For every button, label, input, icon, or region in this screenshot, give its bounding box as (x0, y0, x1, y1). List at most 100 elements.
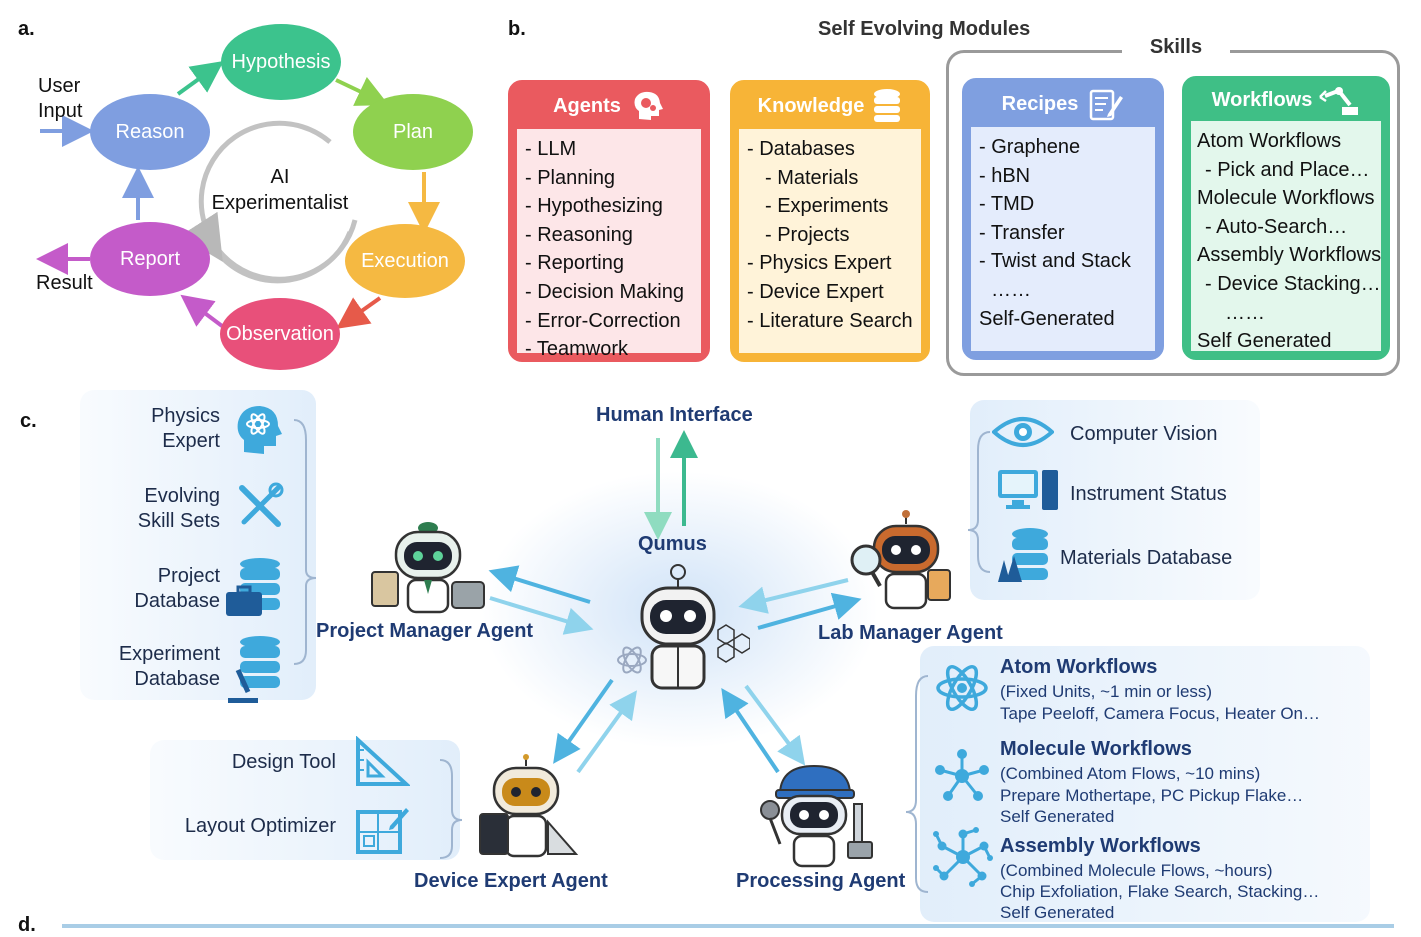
panel-b-letter: b. (508, 18, 526, 40)
recipes-card-body: - Graphene - hBN - TMD - Transfer - Twis… (971, 127, 1155, 351)
triangle-ruler-icon (356, 736, 410, 786)
knowledge-card-body: - Databases - Materials - Experiments - … (739, 129, 921, 353)
recipes-item: - TMD (979, 193, 1035, 216)
knowledge-item: - Device Expert (747, 280, 884, 303)
pm-tool-label: Database (134, 668, 220, 690)
skills-label: Skills (1122, 36, 1230, 62)
workflows-item: - Auto-Search… (1205, 215, 1348, 238)
pm-tool-label: Expert (162, 430, 220, 452)
node-report: Report (90, 222, 210, 296)
recipes-item: - hBN (979, 164, 1031, 187)
node-reason: Reason (90, 94, 210, 170)
head-gears-icon (634, 91, 663, 120)
agents-item: - Decision Making (525, 280, 684, 303)
recipes-item: - Twist and Stack (979, 250, 1131, 273)
device-tool-design-tool: Design Tool (231, 751, 336, 773)
tools-icon (239, 482, 284, 527)
cycle-center-label: AI Experimentalist (200, 164, 360, 216)
agents-item: - Hypothesizing (525, 195, 663, 218)
user-input-line-2: Input (38, 100, 83, 122)
knowledge-item: - Experiments (765, 195, 889, 218)
knowledge-card-title: Knowledge (757, 94, 865, 117)
knowledge-item: - Projects (765, 223, 850, 246)
agents-item: - Reasoning (525, 223, 633, 246)
pm-tool-label: Database (134, 590, 220, 612)
workflow-atom-title: Atom Workflows (1000, 656, 1158, 678)
lab-manager-robot-icon (850, 510, 951, 610)
database-crystal-icon (998, 528, 1048, 582)
modules-title: Self Evolving Modules (818, 18, 1031, 40)
lab-tool-computer-vision: Computer Vision (1070, 423, 1218, 445)
cycle-arrows (36, 60, 440, 329)
pm-tool-evolving-skills: Evolving Skill Sets (96, 484, 220, 534)
agents-item: - Reporting (525, 252, 624, 275)
workflow-assembly-line: (Combined Molecule Flows, ~hours) (1000, 861, 1273, 880)
knowledge-card: Knowledge - Databases - Materials - Expe… (730, 80, 930, 362)
workflows-card-title: Workflows (1211, 88, 1313, 111)
lab-manager-agent-label: Lab Manager Agent (818, 622, 1003, 644)
pm-tool-label: Project (157, 565, 220, 587)
recipes-item: …… (991, 278, 1031, 301)
node-execution: Execution (345, 224, 465, 298)
center-line-1: AI (270, 166, 290, 188)
workflow-molecule-line: Self Generated (1000, 807, 1115, 826)
database-briefcase-icon (226, 558, 280, 616)
computer-icon (998, 470, 1058, 510)
pm-tool-project-database: Project Database (96, 564, 220, 614)
knowledge-item: - Literature Search (747, 309, 913, 332)
robot-arm-icon (1319, 87, 1359, 115)
agents-card-title: Agents (553, 94, 621, 117)
workflow-molecule-title: Molecule Workflows (1000, 738, 1192, 760)
result-label: Result (36, 272, 93, 294)
agents-item: - LLM (525, 138, 577, 160)
workflows-item: Assembly Workflows (1197, 244, 1382, 267)
processing-robot-icon (760, 764, 873, 868)
pm-tool-label: Experiment (118, 643, 220, 665)
device-expert-agent-label: Device Expert Agent (414, 870, 608, 892)
molecule-icon (935, 749, 989, 801)
processing-agent-label: Processing Agent (736, 870, 906, 892)
workflows-item: Atom Workflows (1197, 130, 1342, 152)
workflows-item: …… (1225, 301, 1265, 324)
database-microscope-icon (228, 636, 280, 703)
project-manager-robot-icon (371, 522, 485, 614)
database-icon (874, 89, 901, 122)
workflow-atom-line: Tape Peeloff, Camera Focus, Heater On… (1000, 704, 1321, 723)
brain-atom-icon (237, 406, 282, 454)
workflows-card: Workflows Atom Workflows - Pick and Plac… (1182, 76, 1390, 360)
workflows-card-header: Workflows (1185, 79, 1387, 121)
device-expert-robot-icon (479, 754, 579, 858)
lab-tool-materials-database: Materials Database (1060, 547, 1233, 569)
agent-arrows (293, 419, 991, 893)
human-interface-label: Human Interface (596, 404, 753, 426)
panel-d-letter: d. (18, 914, 36, 936)
recipes-card-header: Recipes (965, 81, 1161, 127)
pm-tool-label: Evolving (144, 485, 220, 507)
recipes-item: - Transfer (979, 221, 1065, 244)
knowledge-item: - Materials (765, 166, 859, 189)
agents-card-body: - LLM - Planning - Hypothesizing - Reaso… (517, 129, 701, 360)
knowledge-item: - Databases (747, 138, 855, 160)
workflow-atom-line: (Fixed Units, ~1 min or less) (1000, 682, 1213, 701)
workflow-assembly-line: Self Generated (1000, 903, 1115, 922)
workflows-item: Self Generated (1197, 330, 1332, 353)
project-manager-agent-label: Project Manager Agent (316, 620, 534, 642)
recipes-item: - Graphene (979, 136, 1081, 158)
workflow-molecule-line: (Combined Atom Flows, ~10 mins) (1000, 764, 1261, 783)
knowledge-item: - Physics Expert (747, 252, 892, 275)
workflows-card-body: Atom Workflows - Pick and Place… Molecul… (1191, 121, 1382, 352)
recipe-pencil-icon (1090, 89, 1124, 121)
panel-c-letter: c. (20, 410, 37, 432)
lab-tool-instrument-status: Instrument Status (1070, 483, 1227, 505)
knowledge-card-header: Knowledge (733, 83, 927, 129)
pm-tool-experiment-database: Experiment Database (96, 642, 220, 692)
agents-card-header: Agents (511, 83, 707, 129)
workflow-molecule-line: Prepare Mothertape, PC Pickup Flake… (1000, 786, 1304, 805)
pm-tool-physics-expert: Physics Expert (96, 404, 220, 454)
qumus-robot-icon (617, 564, 750, 690)
panel-d-edge (62, 924, 1394, 928)
recipes-card-title: Recipes (1001, 92, 1079, 115)
agents-item: - Planning (525, 166, 616, 189)
agents-item: - Teamwork (525, 338, 628, 361)
node-hypothesis: Hypothesis (221, 24, 341, 100)
